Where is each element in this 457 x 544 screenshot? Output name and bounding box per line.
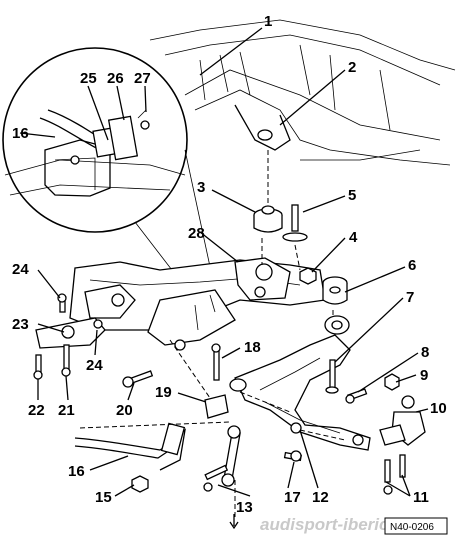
label-1: 1	[264, 13, 272, 30]
label-13: 13	[236, 499, 253, 516]
label-9: 9	[420, 367, 428, 384]
bolt-17	[283, 450, 302, 462]
bolt-7	[325, 359, 339, 394]
down-arrow	[229, 514, 239, 530]
label-5: 5	[348, 187, 356, 204]
label-23: 23	[12, 316, 29, 333]
label-17: 17	[284, 489, 301, 506]
label-24-bottom: 24	[86, 357, 103, 374]
label-10: 10	[430, 400, 447, 417]
part-labels: 1 2 3 4 5 6 7 8 9 10 11 12 13 15 16 16 1…	[12, 13, 447, 516]
label-4: 4	[349, 229, 358, 246]
bolt-18	[211, 343, 221, 381]
bush-6	[322, 276, 348, 305]
bolt-5	[282, 204, 308, 242]
bolt-20	[122, 370, 154, 388]
anti-roll-bar	[74, 422, 186, 471]
wishbone-bush	[324, 315, 350, 335]
label-8: 8	[421, 344, 429, 361]
label-25: 25	[80, 70, 97, 87]
detail-view-circle	[2, 47, 188, 233]
label-22: 22	[28, 402, 45, 419]
rubber-mount-3	[253, 205, 283, 233]
label-18: 18	[244, 339, 261, 356]
label-28: 28	[188, 225, 205, 242]
link-rod-13	[203, 425, 241, 492]
label-2: 2	[348, 59, 356, 76]
bush-19	[204, 378, 247, 419]
nut-9	[384, 373, 400, 391]
label-15: 15	[95, 489, 112, 506]
assembly-lines	[79, 150, 346, 520]
label-7: 7	[406, 289, 414, 306]
bolt-8	[345, 388, 368, 404]
ball-joint-10	[379, 395, 426, 446]
label-11: 11	[413, 489, 429, 506]
bolt-24	[57, 293, 103, 329]
label-21: 21	[58, 402, 75, 419]
label-16-detail: 16	[12, 125, 29, 142]
bolts-11	[383, 454, 406, 495]
leader-lines	[19, 27, 429, 497]
figure-code: N40-0206	[390, 522, 434, 533]
label-27: 27	[134, 70, 151, 87]
label-3: 3	[197, 179, 205, 196]
nut-15	[131, 475, 149, 493]
label-19: 19	[155, 384, 172, 401]
label-20: 20	[116, 402, 133, 419]
mount-bracket-left	[35, 317, 106, 349]
vehicle-body-structure	[149, 19, 456, 166]
label-24-top: 24	[12, 261, 29, 278]
label-12: 12	[312, 489, 329, 506]
subframe	[69, 257, 326, 351]
bolts-21-22	[33, 344, 71, 380]
label-16-roll-bar: 16	[68, 463, 85, 480]
wishbone	[234, 334, 371, 451]
watermark: audisport-iberica	[260, 515, 398, 534]
label-26: 26	[107, 70, 124, 87]
figure-code-box	[384, 517, 448, 535]
label-6: 6	[408, 257, 416, 274]
